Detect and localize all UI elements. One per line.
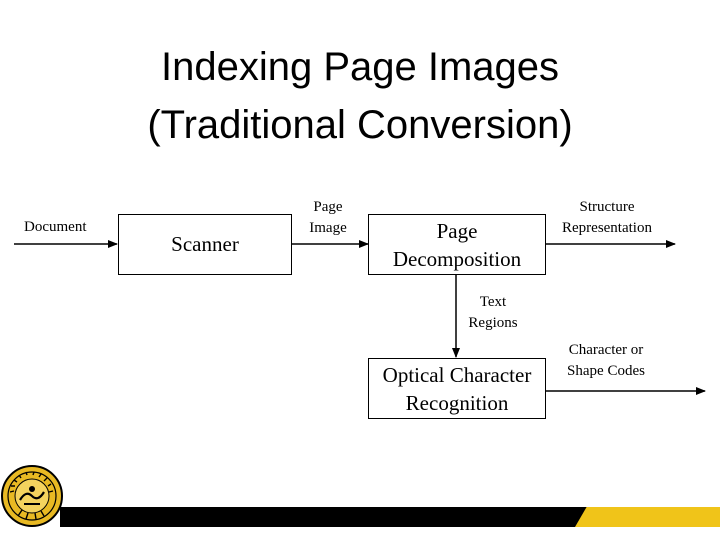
structure-line-2: Representation: [562, 220, 652, 236]
ocr-line-2: Recognition: [405, 390, 509, 415]
decomposition-line-1: Page: [436, 218, 478, 243]
text-regions-line-1: Text: [479, 294, 507, 310]
output-line-2: Shape Codes: [567, 363, 645, 379]
structure-representation-label: Structure Representation: [550, 197, 664, 239]
ocr-line-1: Optical Character: [382, 362, 532, 387]
title-line-1: Indexing Page Images: [160, 45, 560, 89]
character-codes-label: Character or Shape Codes: [556, 340, 656, 382]
footer-accent: [575, 507, 720, 527]
title-line-2: (Traditional Conversion): [147, 103, 573, 147]
text-regions-line-2: Regions: [468, 315, 518, 331]
page-image-line-1: Page: [313, 199, 343, 215]
page-image-line-2: Image: [309, 220, 347, 236]
scanner-label: Scanner: [171, 232, 239, 256]
slide-title: Indexing Page Images (Traditional Conver…: [0, 38, 720, 154]
scanner-box: Scanner: [118, 214, 292, 275]
text-regions-label: Text Regions: [460, 292, 526, 334]
document-label: Document: [24, 219, 87, 235]
ocr-box: Optical Character Recognition: [368, 358, 546, 419]
page-decomposition-box: Page Decomposition: [368, 214, 546, 275]
university-seal-icon: [1, 465, 63, 527]
output-line-1: Character or: [568, 342, 644, 358]
page-image-label: Page Image: [298, 197, 358, 239]
footer-bar: [60, 507, 720, 527]
structure-line-1: Structure: [579, 199, 635, 215]
decomposition-line-2: Decomposition: [392, 246, 522, 271]
